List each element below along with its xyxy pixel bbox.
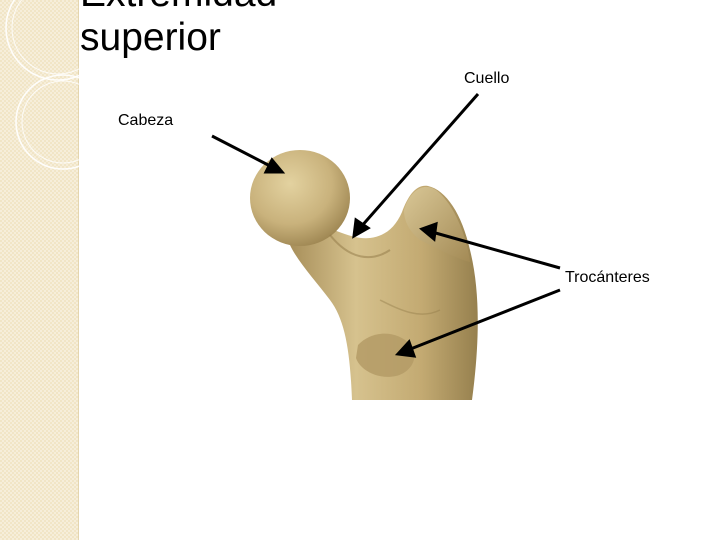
label-head: Cabeza	[118, 112, 174, 129]
label-trochanters: Trocánteres	[565, 269, 650, 286]
annotation-arrows	[211, 93, 561, 358]
sidebar-divider	[78, 0, 79, 540]
arrow-lesser-trochanter	[407, 288, 561, 352]
lesser-trochanter	[356, 333, 415, 377]
femoral-head	[250, 150, 350, 246]
decorative-sidebar	[0, 0, 78, 540]
arrow-head	[211, 134, 275, 170]
arrow-greater-trochanter	[431, 230, 561, 270]
label-neck: Cuello	[464, 70, 510, 87]
arrow-neck	[358, 93, 480, 229]
decorative-circles	[5, 0, 111, 170]
slide-title: Extremidad superior	[80, 0, 277, 60]
title-line-1: Extremidad	[80, 0, 277, 15]
title-line-2: superior	[80, 16, 221, 59]
